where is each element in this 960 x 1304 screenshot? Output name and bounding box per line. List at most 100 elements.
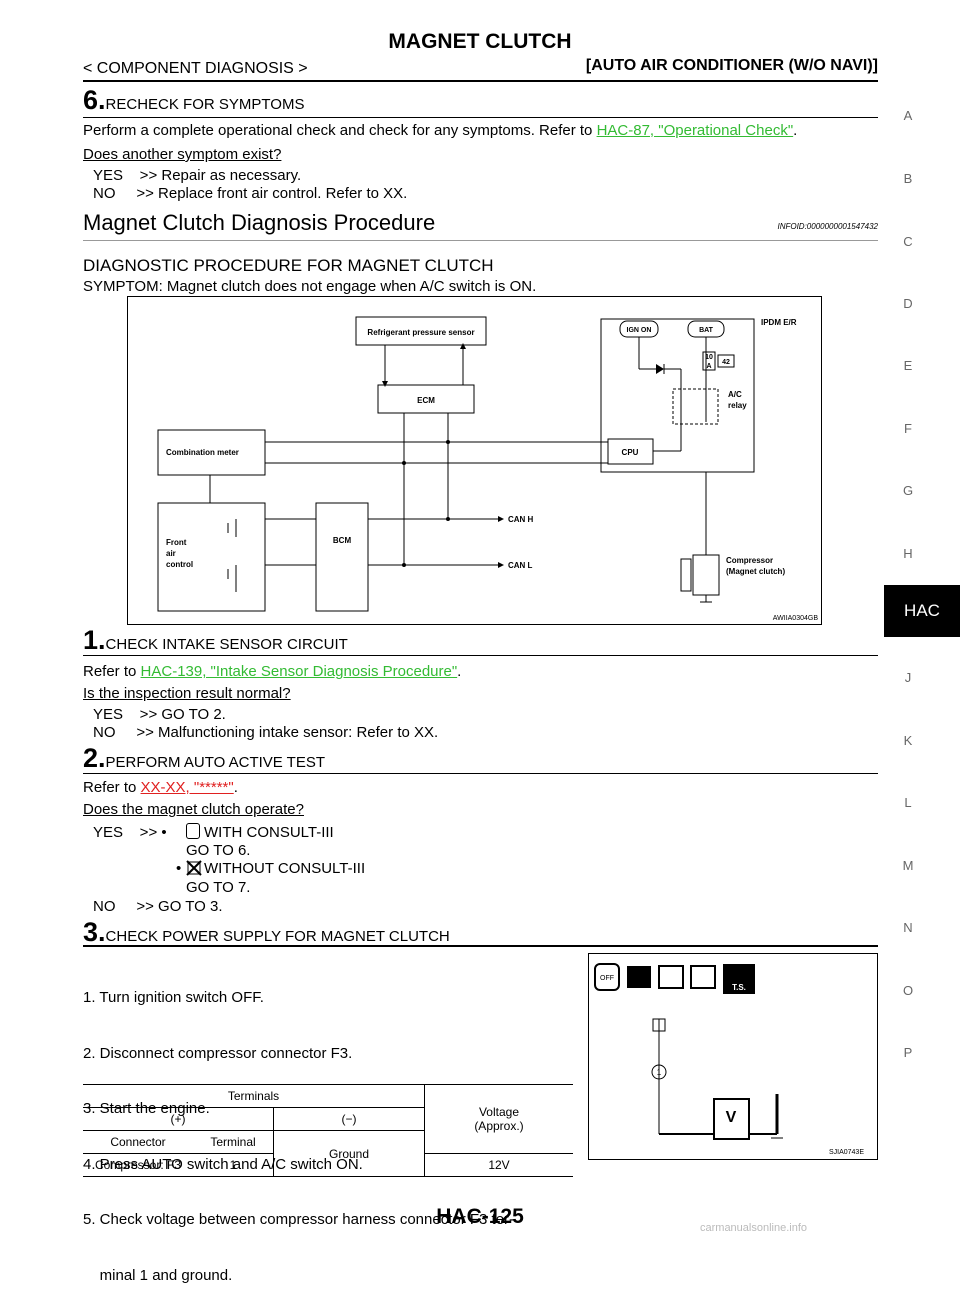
cpu-label: CPU bbox=[622, 448, 639, 457]
diagram2-code: SJIA0743E bbox=[829, 1149, 864, 1156]
voltmeter-label: V bbox=[726, 1109, 737, 1126]
step2-without-consult: WITHOUT CONSULT-III bbox=[204, 860, 366, 877]
step2-yes-prefix: YES >> • bbox=[93, 824, 167, 841]
step2-link[interactable]: XX-XX, "*****" bbox=[140, 779, 234, 796]
step2-body-text: Refer to bbox=[83, 779, 141, 796]
step2-title: PERFORM AUTO ACTIVE TEST bbox=[105, 754, 326, 771]
sidebar-item-p[interactable]: P bbox=[903, 1045, 913, 1060]
symptom-text: SYMPTOM: Magnet clutch does not engage w… bbox=[83, 278, 537, 295]
step1-heading: 1.CHECK INTAKE SENSOR CIRCUIT bbox=[83, 625, 348, 656]
step3-item: 5. Check voltage between compressor harn… bbox=[83, 1211, 515, 1228]
table-terminals-header: Terminals bbox=[83, 1084, 425, 1108]
step1-link[interactable]: HAC-139, "Intake Sensor Diagnosis Proced… bbox=[140, 663, 458, 680]
ac-relay-label2: relay bbox=[728, 401, 747, 410]
table-plus-header: (+) bbox=[83, 1107, 274, 1131]
sidebar-item-l[interactable]: L bbox=[904, 795, 912, 810]
table-voltage-header: Voltage (Approx.) bbox=[424, 1084, 573, 1154]
step6-body-text: Perform a complete operational check and… bbox=[83, 122, 597, 139]
voltage-table: Terminals Voltage (Approx.) (+) (−) Conn… bbox=[83, 1084, 573, 1177]
sidebar-item-b[interactable]: B bbox=[903, 171, 913, 186]
bcm-label: BCM bbox=[333, 536, 352, 545]
sidebar-item-m[interactable]: M bbox=[902, 858, 914, 873]
combination-meter-label: Combination meter bbox=[166, 448, 239, 457]
step6-yes: YES >> Repair as necessary. bbox=[93, 167, 302, 184]
step3-item: minal 1 and ground. bbox=[83, 1266, 233, 1284]
table-cell-terminal: 1 bbox=[193, 1153, 274, 1177]
ipdm-label: IPDM E/R bbox=[761, 318, 797, 327]
no-consult-icon bbox=[186, 860, 202, 876]
step3-rule bbox=[83, 945, 878, 947]
wiring-diagram-svg: Refrigerant pressure sensor ECM Combinat… bbox=[157, 316, 819, 622]
step6-title: RECHECK FOR SYMPTOMS bbox=[105, 96, 305, 113]
info-id: INFOID:0000000001547432 bbox=[777, 222, 878, 231]
step2-heading: 2.PERFORM AUTO ACTIVE TEST bbox=[83, 743, 325, 774]
header-divider bbox=[83, 80, 878, 82]
step2-with-consult: WITH CONSULT-III bbox=[204, 824, 334, 841]
refrigerant-sensor-label: Refrigerant pressure sensor bbox=[367, 328, 474, 337]
step1-yes: YES >> GO TO 2. bbox=[93, 706, 226, 723]
sidebar-item-d[interactable]: D bbox=[903, 296, 913, 311]
step3-item: 2. Disconnect compressor connector F3. bbox=[83, 1044, 353, 1062]
sidebar-item-e[interactable]: E bbox=[903, 358, 913, 373]
page-title: MAGNET CLUTCH bbox=[388, 30, 572, 53]
step1-question: Is the inspection result normal? bbox=[83, 685, 291, 702]
sidebar-item-g[interactable]: G bbox=[902, 483, 914, 498]
table-voltage-label: Voltage bbox=[478, 1105, 520, 1119]
sidebar-item-o[interactable]: O bbox=[902, 983, 914, 998]
step6-body: Perform a complete operational check and… bbox=[83, 122, 797, 139]
ts-label: T.S. bbox=[732, 983, 746, 992]
step3-item: 1. Turn ignition switch OFF. bbox=[83, 989, 264, 1006]
sidebar-item-n[interactable]: N bbox=[903, 920, 913, 935]
sidebar-item-c[interactable]: C bbox=[903, 234, 913, 249]
voltmeter-diagram: OFF T.S. 1 V SJIA0743E bbox=[588, 953, 878, 1160]
step3-heading: 3.CHECK POWER SUPPLY FOR MAGNET CLUTCH bbox=[83, 917, 450, 948]
can-h-label: CAN H bbox=[508, 515, 534, 524]
step6-rule bbox=[83, 117, 878, 118]
step6-link[interactable]: HAC-87, "Operational Check" bbox=[596, 122, 794, 139]
ac-relay-label: A/C bbox=[728, 390, 742, 399]
table-terminal-header: Terminal bbox=[193, 1130, 274, 1154]
section-label: [AUTO AIR CONDITIONER (W/O NAVI)] bbox=[585, 57, 878, 74]
step1-number: 1. bbox=[83, 625, 106, 655]
table-cell-voltage: 12V bbox=[424, 1153, 573, 1177]
step2-goto7: GO TO 7. bbox=[186, 879, 251, 896]
table-minus-header: (−) bbox=[273, 1107, 425, 1131]
step2-bullet: • bbox=[176, 860, 182, 877]
section-rule bbox=[83, 240, 878, 241]
fuse-a-label: A bbox=[706, 363, 711, 370]
step6-heading: 6.RECHECK FOR SYMPTOMS bbox=[83, 85, 304, 116]
sidebar-item-hac[interactable]: HAC bbox=[884, 585, 960, 637]
step6-number: 6. bbox=[83, 85, 106, 115]
compressor-label2: (Magnet clutch) bbox=[726, 567, 785, 576]
table-connector-header: Connector bbox=[83, 1130, 193, 1154]
step1-no: NO >> Malfunctioning intake sensor: Refe… bbox=[93, 724, 439, 741]
step1-body-text: Refer to bbox=[83, 663, 141, 680]
consult-icon bbox=[186, 823, 200, 839]
section-title: Magnet Clutch Diagnosis Procedure bbox=[83, 210, 436, 235]
bat-label: BAT bbox=[699, 327, 714, 334]
sidebar-item-a[interactable]: A bbox=[903, 108, 913, 123]
step3-title: CHECK POWER SUPPLY FOR MAGNET CLUTCH bbox=[105, 928, 450, 945]
page-number: HAC-125 bbox=[436, 1205, 524, 1228]
can-l-label: CAN L bbox=[508, 561, 533, 570]
sidebar-item-j[interactable]: J bbox=[904, 670, 912, 685]
step6-question: Does another symptom exist? bbox=[83, 146, 282, 163]
table-ground-cell: Ground bbox=[273, 1130, 425, 1177]
sidebar-item-f[interactable]: F bbox=[904, 421, 912, 436]
front-air-label: Front bbox=[166, 538, 187, 547]
step1-title: CHECK INTAKE SENSOR CIRCUIT bbox=[105, 636, 348, 653]
step1-rule bbox=[83, 655, 878, 656]
ecm-label: ECM bbox=[417, 396, 435, 405]
fuse-42-label: 42 bbox=[722, 359, 730, 366]
step3-number: 3. bbox=[83, 917, 106, 947]
step2-after: . bbox=[233, 779, 238, 796]
pin-label: 1 bbox=[657, 1068, 662, 1077]
sidebar-item-k[interactable]: K bbox=[903, 733, 913, 748]
step1-body: Refer to HAC-139, "Intake Sensor Diagnos… bbox=[83, 663, 461, 680]
procedure-title: DIAGNOSTIC PROCEDURE FOR MAGNET CLUTCH bbox=[83, 256, 494, 275]
breadcrumb: < COMPONENT DIAGNOSIS > bbox=[83, 60, 308, 77]
sidebar-item-h[interactable]: H bbox=[903, 546, 913, 561]
step2-number: 2. bbox=[83, 743, 106, 773]
diagram1-code: AWIIA0304GB bbox=[773, 615, 819, 622]
voltmeter-diagram-svg: OFF T.S. 1 V SJIA0743E bbox=[594, 963, 864, 1156]
